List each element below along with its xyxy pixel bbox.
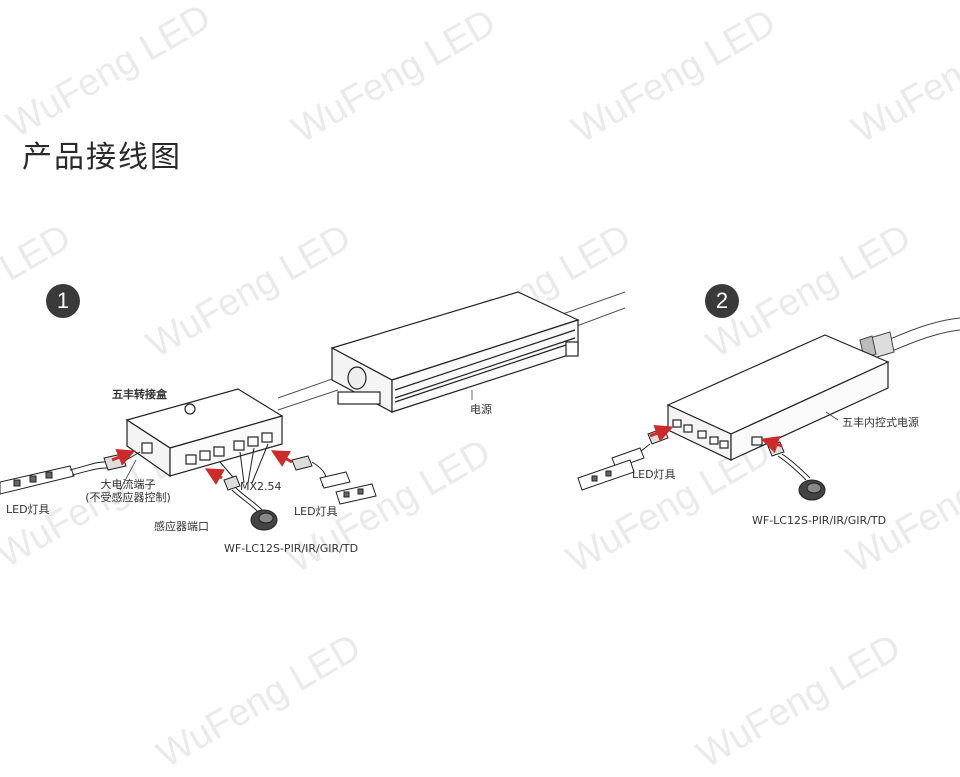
sensor-model-label-2: WF-LC12S-PIR/IR/GIR/TD [752, 514, 887, 527]
main-cable-2 [859, 317, 960, 359]
led-light-right-label: LED灯具 [294, 505, 338, 518]
junction-box [125, 388, 284, 478]
power-supply-label: 电源 [470, 403, 492, 416]
insert-arrows-2 [649, 424, 783, 454]
sensor-port-label: 感应器端口 [154, 520, 209, 533]
page-title: 产品接线图 [22, 140, 182, 175]
mx-connector-label: MX2.54 [240, 480, 282, 493]
sensor-model-label-1: WF-LC12S-PIR/IR/GIR/TD [224, 542, 359, 555]
insert-arrows-1 [111, 448, 293, 485]
sensor-right [767, 441, 826, 501]
step-badge-1: 1 [46, 284, 80, 318]
power-supply-unit [330, 291, 580, 413]
slim-power-supply-label: 五丰内控式电源 [842, 416, 919, 429]
wiring-diagram [0, 291, 960, 531]
mx-pointer-lines [219, 443, 269, 484]
led-light-left-label: LED灯具 [6, 503, 50, 516]
slim-power-supply [666, 334, 890, 461]
high-current-terminal-line1: 大电流端子 [100, 478, 156, 491]
led-light-label-2: LED灯具 [632, 468, 676, 481]
sensor-left [223, 475, 278, 531]
step-badge-2: 2 [705, 284, 739, 318]
junction-box-label: 五丰转接盒 [112, 388, 167, 401]
led-strip-right [291, 455, 377, 505]
high-current-terminal-label: 大电流端子 (不受感应器控制) [80, 478, 176, 504]
high-current-terminal-line2: (不受感应器控制) [85, 491, 171, 504]
leader-lines-1 [119, 390, 473, 491]
leader-lines-2 [825, 411, 839, 421]
